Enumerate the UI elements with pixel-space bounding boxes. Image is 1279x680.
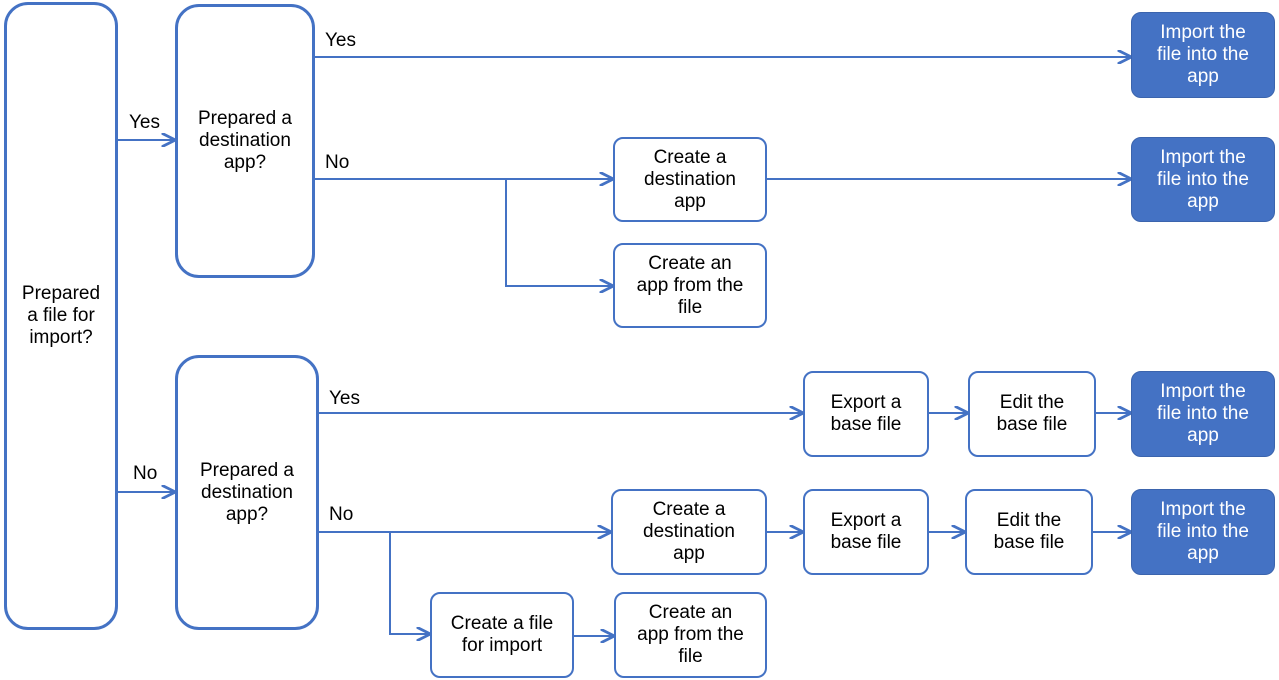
edit-base-file-node-1: Edit the base file — [968, 371, 1096, 457]
arrow-top-no-branch — [505, 179, 612, 286]
top-no-label: No — [325, 152, 350, 173]
bottom-no-label: No — [329, 504, 354, 525]
import-file-node-4: Import the file into the app — [1131, 489, 1275, 575]
create-destination-app-node-1: Create a destination app — [613, 137, 767, 222]
top-yes-label: Yes — [325, 30, 356, 51]
import-file-node-1: Import the file into the app — [1131, 12, 1275, 98]
root-no-label: No — [133, 463, 158, 484]
top-destination-decision: Prepared a destination app? — [175, 4, 315, 278]
edit-base-file-node-2: Edit the base file — [965, 489, 1093, 575]
create-app-from-file-node-2: Create an app from the file — [614, 592, 767, 678]
create-app-from-file-node-1: Create an app from the file — [613, 243, 767, 328]
bottom-yes-label: Yes — [329, 388, 360, 409]
import-file-node-3: Import the file into the app — [1131, 371, 1275, 457]
create-file-for-import-node: Create a file for import — [430, 592, 574, 678]
export-base-file-node-2: Export a base file — [803, 489, 929, 575]
bottom-destination-decision: Prepared a destination app? — [175, 355, 319, 630]
root-decision: Prepared a file for import? — [4, 2, 118, 630]
arrow-bottom-no-branch — [389, 532, 429, 634]
export-base-file-node-1: Export a base file — [803, 371, 929, 457]
root-yes-label: Yes — [129, 112, 160, 133]
create-destination-app-node-2: Create a destination app — [611, 489, 767, 575]
import-file-node-2: Import the file into the app — [1131, 137, 1275, 222]
